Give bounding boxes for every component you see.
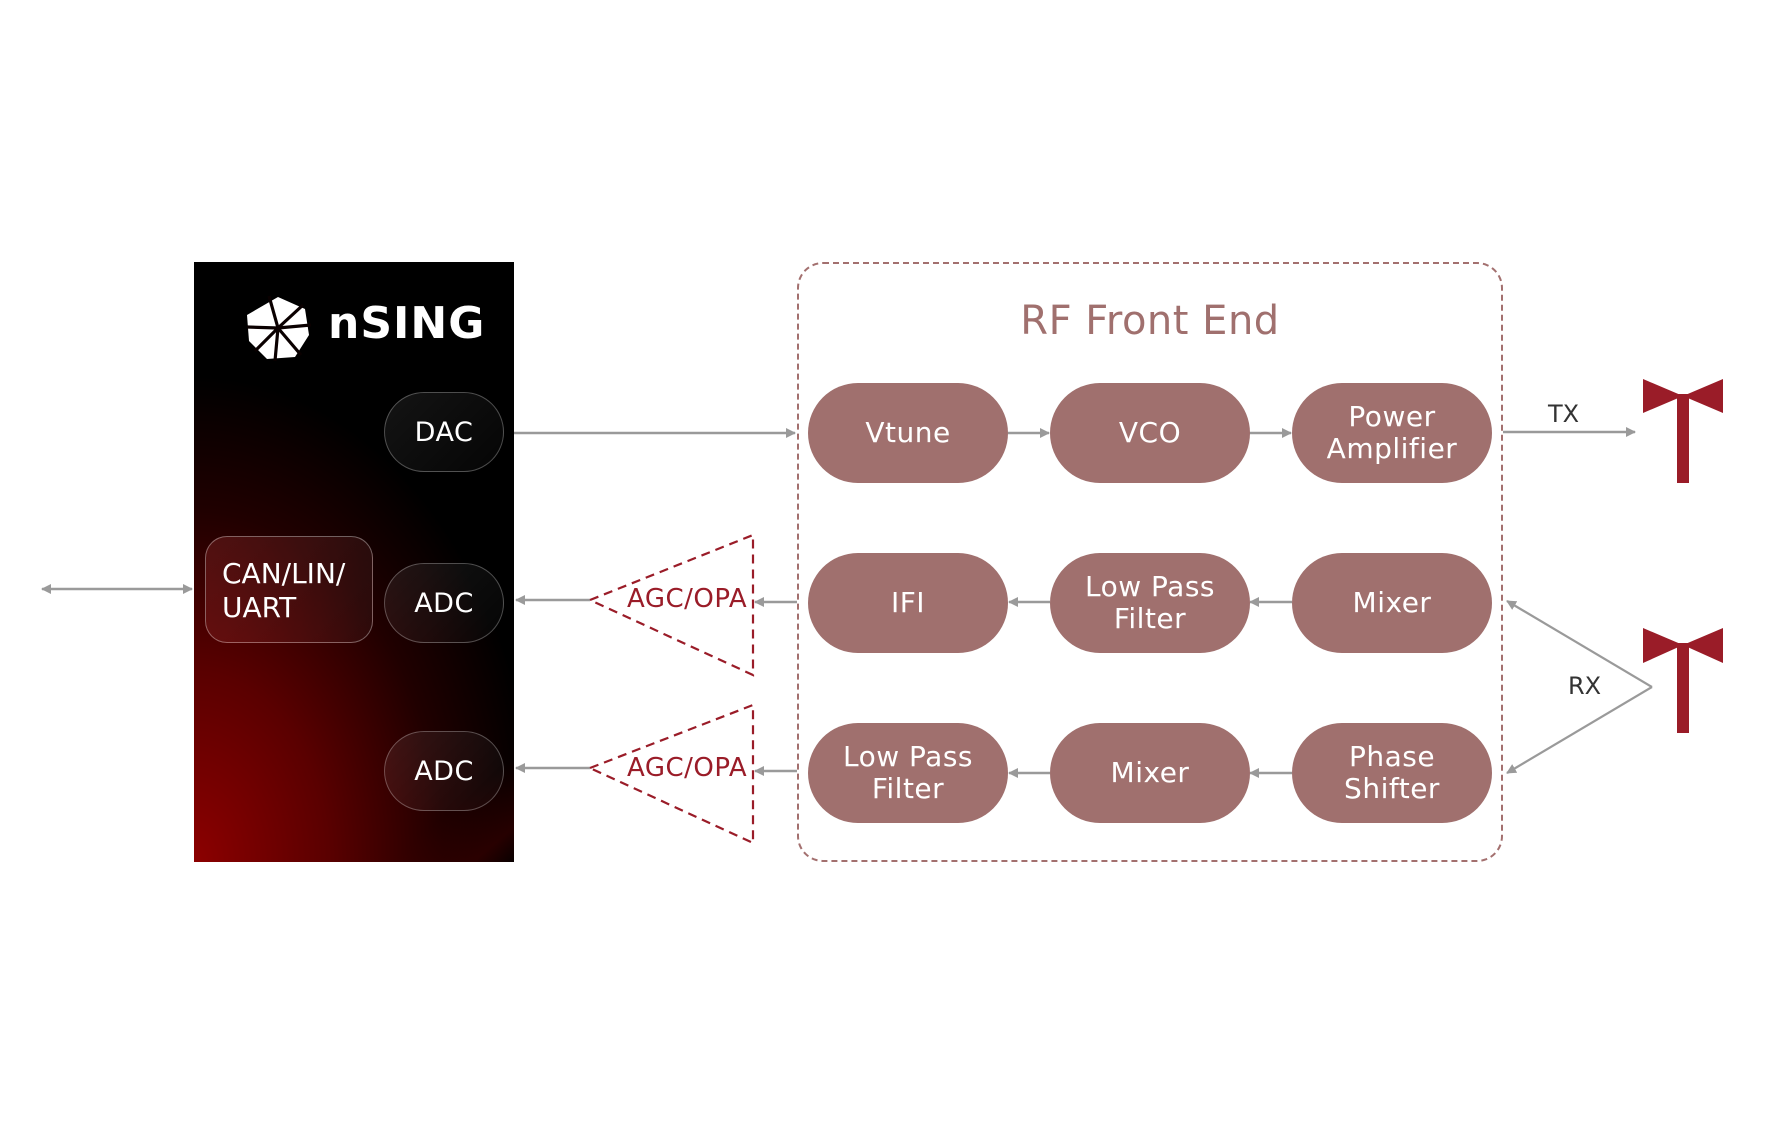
adc-block-1: ADC <box>384 563 504 643</box>
rf-front-end-title: RF Front End <box>1020 298 1280 344</box>
block-label: Mixer <box>1110 756 1190 789</box>
adc-block-2: ADC <box>384 731 504 811</box>
block-label-line1: Power <box>1348 400 1436 433</box>
interface-label-line2: UART <box>222 591 297 624</box>
nsing-logo-icon <box>246 295 311 361</box>
low-pass-filter-block-1: Low Pass Filter <box>1050 553 1250 653</box>
brand-name: nSING <box>328 298 486 349</box>
vtune-block: Vtune <box>808 383 1008 483</box>
rx-antenna-icon <box>1643 628 1723 733</box>
tx-antenna-icon <box>1643 379 1723 483</box>
interface-block: CAN/LIN/ UART <box>205 536 373 643</box>
mixer-block-2: Mixer <box>1050 723 1250 823</box>
dac-block: DAC <box>384 392 504 472</box>
rx-to-mixer-arrow <box>1506 600 1653 688</box>
adc-label-2: ADC <box>414 755 474 787</box>
rx-label: RX <box>1568 672 1602 700</box>
mixer-block-1: Mixer <box>1292 553 1492 653</box>
phase-shifter-block: Phase Shifter <box>1292 723 1492 823</box>
block-label-line2: Filter <box>1113 602 1187 635</box>
block-label-line1: Phase <box>1348 740 1436 773</box>
amplifier-label-2: AGC/OPA <box>627 753 748 783</box>
tx-label: TX <box>1548 400 1580 428</box>
block-label: Mixer <box>1352 586 1432 619</box>
adc-label-1: ADC <box>414 587 474 619</box>
block-label: IFI <box>890 586 926 619</box>
amplifier-triangle-1 <box>587 533 755 677</box>
dac-label: DAC <box>414 416 474 448</box>
interface-label-line1: CAN/LIN/ <box>222 557 346 590</box>
block-label-line1: Low Pass <box>1085 570 1215 603</box>
amplifier-label-1: AGC/OPA <box>627 584 748 614</box>
rx-to-phase-arrow <box>1506 686 1653 774</box>
rf-front-end-container <box>797 262 1503 862</box>
block-label-line2: Amplifier <box>1326 432 1458 465</box>
low-pass-filter-block-2: Low Pass Filter <box>808 723 1008 823</box>
ifi-block: IFI <box>808 553 1008 653</box>
block-label: VCO <box>1118 416 1182 449</box>
block-label-line1: Low Pass <box>843 740 973 773</box>
block-label-line2: Filter <box>871 772 945 805</box>
power-amplifier-block: Power Amplifier <box>1292 383 1492 483</box>
vco-block: VCO <box>1050 383 1250 483</box>
block-label: Vtune <box>865 416 951 449</box>
block-label-line2: Shifter <box>1344 772 1440 805</box>
mcu-panel <box>194 262 514 862</box>
amplifier-triangle-2 <box>587 703 755 845</box>
